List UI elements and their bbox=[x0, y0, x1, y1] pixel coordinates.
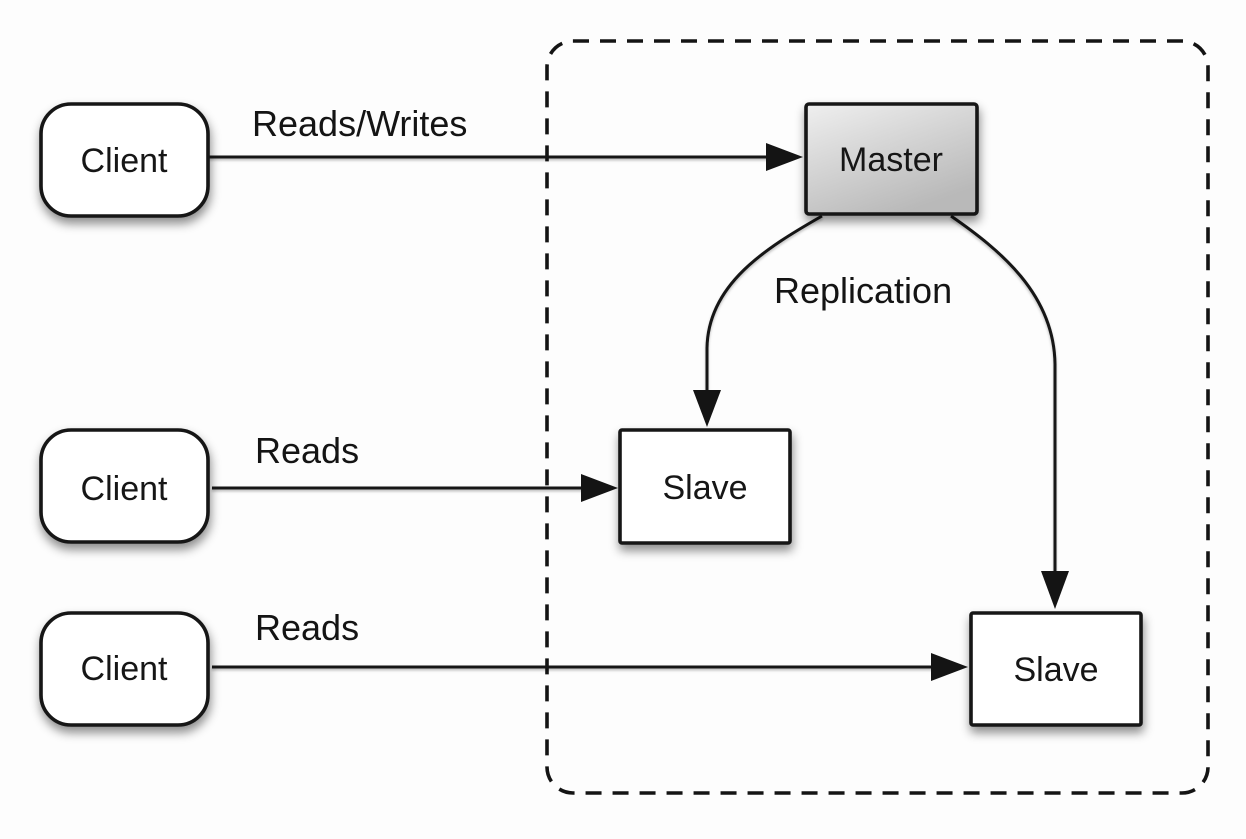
arrowhead-into-master bbox=[766, 143, 803, 171]
arrowheads bbox=[581, 143, 1069, 681]
edge-master-slave1-curve bbox=[705, 214, 823, 391]
client-2-label: Client bbox=[81, 470, 168, 508]
client-node-1: Client bbox=[39, 102, 210, 218]
master-label: Master bbox=[839, 141, 943, 179]
client-3-box bbox=[39, 611, 210, 727]
client-node-2: Client bbox=[39, 428, 210, 544]
slave-1-box bbox=[618, 428, 792, 545]
master-node: Master bbox=[804, 102, 979, 216]
slave-node-2: Slave bbox=[969, 611, 1143, 727]
client-3-label: Client bbox=[81, 650, 168, 688]
master-box bbox=[804, 102, 979, 216]
client-1-label: Client bbox=[81, 142, 168, 180]
cluster-dashed-border bbox=[545, 39, 1210, 795]
edge-lines bbox=[208, 155, 1057, 669]
slave-1-label: Slave bbox=[662, 469, 747, 507]
client-2-box bbox=[39, 428, 210, 544]
edge-label-reads-2: Reads bbox=[255, 607, 359, 648]
edge-master-slave2-curve bbox=[950, 214, 1057, 572]
slave-2-label: Slave bbox=[1013, 651, 1098, 689]
arrowhead-replication-slave1 bbox=[693, 390, 721, 427]
slave-node-1: Slave bbox=[618, 428, 792, 545]
arrowhead-replication-slave2 bbox=[1041, 571, 1069, 609]
edge-label-replication: Replication bbox=[774, 270, 952, 311]
edge-label-reads-writes: Reads/Writes bbox=[252, 103, 467, 144]
slave-2-box bbox=[969, 611, 1143, 727]
edge-label-reads-1: Reads bbox=[255, 430, 359, 471]
arrowhead-into-slave2 bbox=[931, 653, 968, 681]
client-node-3: Client bbox=[39, 611, 210, 727]
arrowhead-into-slave1 bbox=[581, 474, 618, 502]
client-1-box bbox=[39, 102, 210, 218]
